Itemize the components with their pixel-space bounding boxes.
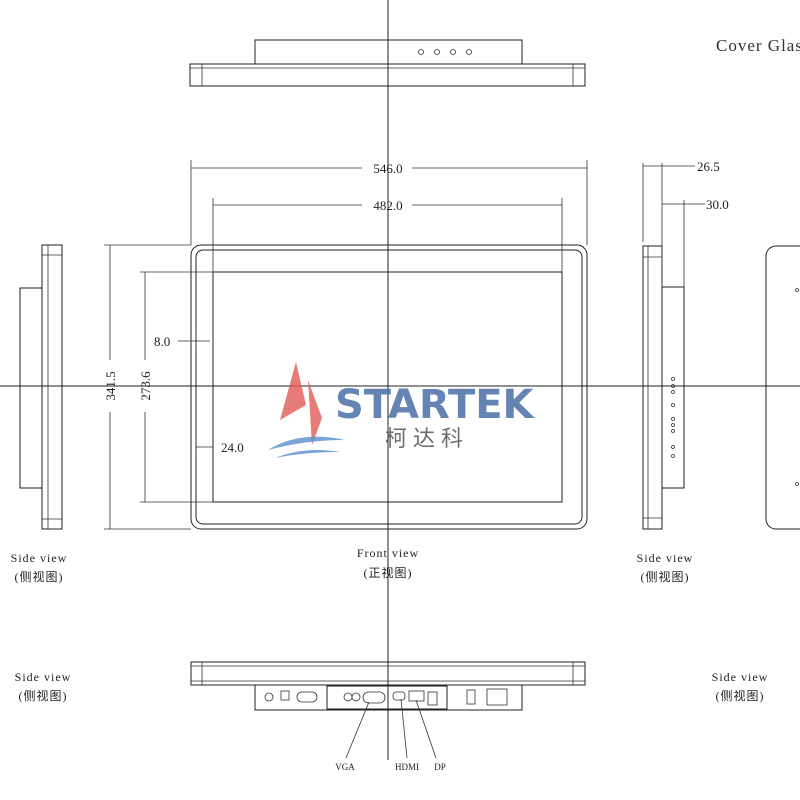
dim-depth-front: 26.5 — [697, 159, 720, 174]
side-view-right-label: Side view — [637, 551, 694, 565]
top-view — [189, 39, 586, 87]
dim-display-height: 273.6 — [138, 371, 153, 401]
side-view-right-label-cn: (侧视图) — [641, 569, 690, 584]
dim-overall-height: 341.5 — [103, 371, 118, 400]
dimension-lines — [104, 160, 588, 530]
bottom-view — [190, 661, 586, 759]
startek-logo: STARTEK 柯达科 — [268, 362, 536, 458]
port-label-vga: VGA — [335, 762, 355, 772]
port-label-dp: DP — [434, 762, 446, 772]
logo-name: STARTEK — [335, 382, 536, 428]
port-label-hdmi: HDMI — [395, 762, 419, 772]
dim-side-bezel: 8.0 — [154, 334, 170, 349]
bottom-right-view-label: Side view — [712, 670, 769, 684]
side-view-left-label: Side view — [11, 551, 68, 565]
right-side-view — [642, 163, 705, 530]
bottom-right-view-label-cn: (侧视图) — [716, 688, 765, 703]
front-view-label: Front view — [357, 546, 419, 560]
dim-overall-width: 546.0 — [373, 161, 402, 176]
dim-inner-offset: 24.0 — [221, 440, 244, 455]
left-side-view — [19, 244, 63, 530]
front-view — [190, 244, 588, 530]
cover-glass-label: Cover Glass — [716, 36, 800, 55]
side-view-left-label-cn: (侧视图) — [15, 569, 64, 584]
rear-view — [765, 245, 800, 530]
bottom-left-view-label: Side view — [15, 670, 72, 684]
dim-display-width: 482.0 — [373, 198, 402, 213]
front-view-label-cn: (正视图) — [364, 565, 413, 580]
logo-name-cn: 柯达科 — [385, 427, 469, 452]
bottom-left-view-label-cn: (侧视图) — [19, 688, 68, 703]
dim-depth-total: 30.0 — [706, 197, 729, 212]
